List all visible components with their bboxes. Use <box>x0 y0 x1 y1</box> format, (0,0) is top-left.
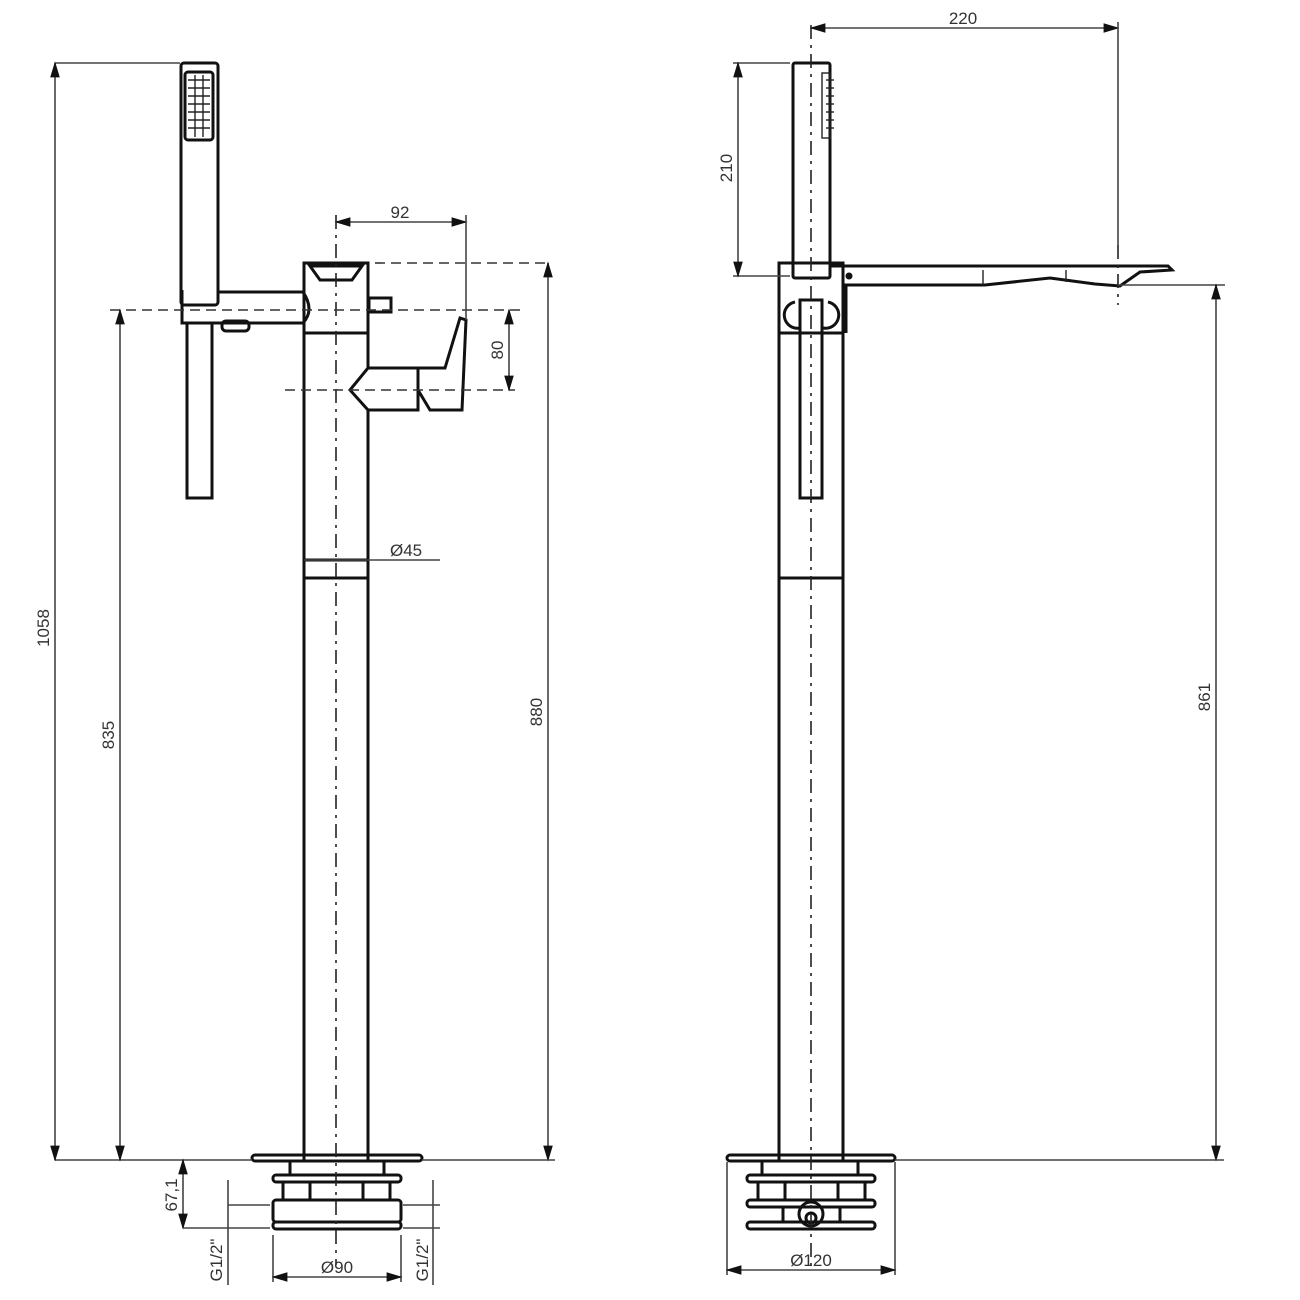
dim-overall-height: 1058 <box>34 609 53 647</box>
dim-handshower-outlet-height: 835 <box>99 721 118 749</box>
spout <box>830 264 1176 333</box>
base-flange <box>250 1153 424 1231</box>
mixer-body-side <box>777 261 1176 1160</box>
dim-spout-reach: 220 <box>949 9 977 28</box>
dim-body-top-height: 880 <box>527 698 546 726</box>
front-dimensions <box>50 61 555 1285</box>
dim-inlet-left: G1/2" <box>207 1239 226 1282</box>
dim-base-diameter: Ø90 <box>321 1258 353 1277</box>
hand-shower <box>179 61 311 500</box>
front-view: 1058 835 880 92 80 Ø45 67,1 G1/2" G1/2" … <box>34 61 555 1285</box>
side-dimensions <box>725 22 1224 1275</box>
side-view: 220 210 861 Ø120 <box>717 9 1225 1275</box>
dim-inlet-right: G1/2" <box>413 1239 432 1282</box>
dim-handshower-length: 210 <box>717 154 736 182</box>
dim-flange-diameter: Ø120 <box>790 1251 832 1270</box>
dim-spout-height: 861 <box>1195 683 1214 711</box>
dim-lever-vertical: 80 <box>488 341 507 360</box>
dim-lever-offset: 92 <box>391 203 410 222</box>
dim-base-depth: 67,1 <box>162 1178 181 1211</box>
dim-column-diameter: Ø45 <box>390 541 422 560</box>
mixer-body <box>302 261 468 1160</box>
